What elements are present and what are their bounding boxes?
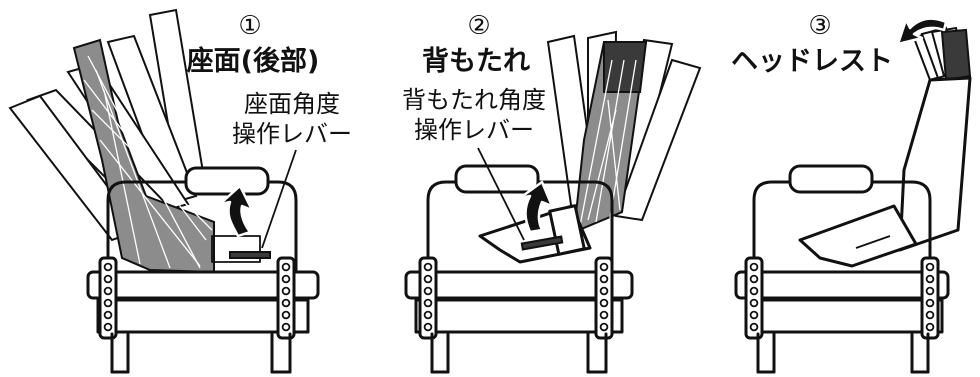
armrest-pad-3 (788, 164, 874, 194)
headrest-highlight (940, 28, 972, 82)
note-line-seat-1: 座面角度 (244, 90, 340, 118)
backrest-angle-lever (520, 235, 564, 251)
backrest-fan-lines (579, 59, 637, 227)
seat-cushion (86, 270, 320, 300)
note-line-seat-2: 操作レバー (232, 120, 352, 148)
panel-title-backrest: 背もたれ (422, 46, 530, 77)
panel-title-headrest: ヘッドレスト (731, 46, 893, 77)
seat-angle-lever (229, 251, 271, 259)
panel-headrest: ③ ヘッドレスト (731, 11, 972, 374)
step-number-2: ② (467, 11, 490, 41)
step-number-3: ③ (808, 11, 831, 41)
panel-backrest: ② 背もたれ 背もたれ角度 操作レバー (402, 11, 702, 374)
backrest-top-dark (603, 41, 648, 93)
headrest-back (898, 76, 972, 252)
headrest-arrow (896, 17, 948, 46)
seat-lever-arrow (218, 184, 254, 238)
backrest-leader-line (477, 147, 525, 241)
chair-frame-3 (734, 164, 950, 374)
panel-title-seat-rear: 座面(後部) (187, 45, 320, 77)
panel-seat-rear: ① 座面(後部) 座面角度 操作レバー (8, 8, 352, 374)
note-line-backrest-1: 背もたれ角度 (402, 86, 546, 114)
armrest-pad (184, 166, 270, 196)
seat-rear-highlight (72, 38, 215, 274)
step-number-1: ① (238, 11, 261, 41)
seat-leader-line (261, 149, 297, 249)
seat-fan-lines (83, 55, 213, 269)
armrest-pad-2 (454, 164, 540, 194)
backrest-lever-arrow (518, 180, 554, 234)
chair-frame-1 (86, 166, 320, 374)
chair-frame-2 (404, 164, 634, 374)
note-line-backrest-2: 操作レバー (414, 116, 534, 144)
